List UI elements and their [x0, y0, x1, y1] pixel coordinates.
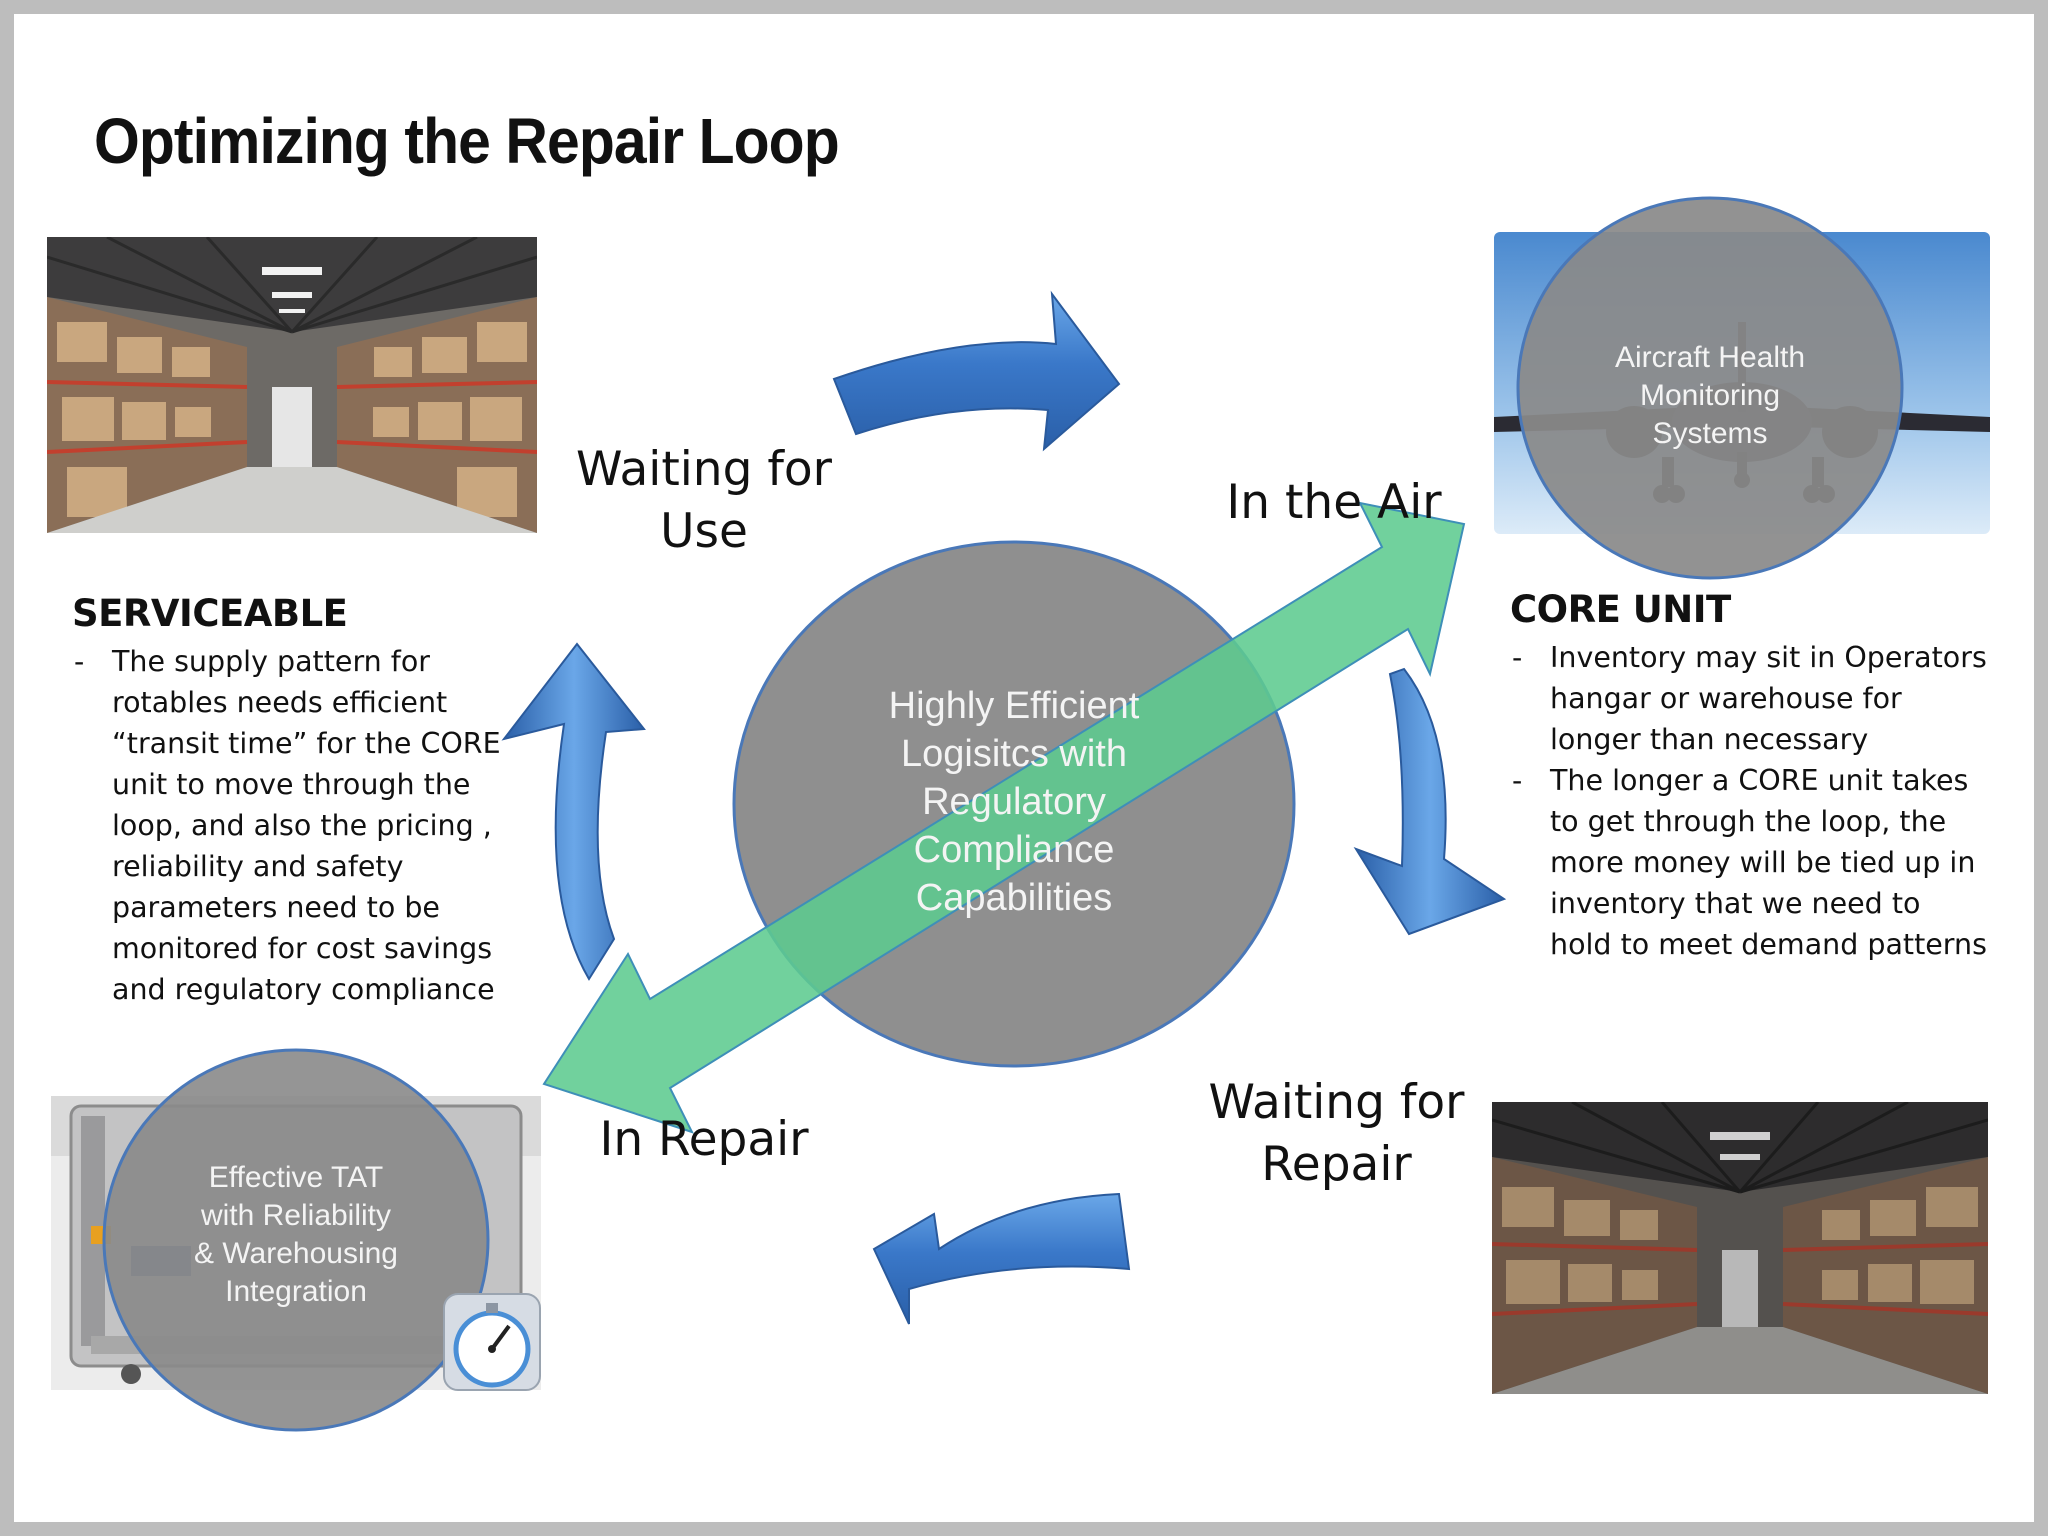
tat-circle: [102, 1048, 490, 1432]
arrow-bottom-left: [872, 1192, 1131, 1325]
stage-in-the-air: In the Air: [1226, 475, 1442, 530]
slide-title: Optimizing the Repair Loop: [94, 105, 840, 177]
serviceable-heading: SERVICEABLE: [72, 592, 348, 635]
stopwatch-icon: [443, 1293, 541, 1391]
repair-loop-diagram: [102, 196, 1904, 1432]
green-double-arrow: [542, 501, 1466, 1134]
core-unit-panel: CORE UNIT Inventory may sit in Operators…: [1510, 588, 1990, 965]
aircraft-health-text: Aircraft Health Monitoring Systems: [1614, 341, 1806, 450]
aircraft-health-circle: [1516, 196, 1904, 580]
core-unit-bullet: The longer a CORE unit takes to get thro…: [1510, 760, 1990, 965]
serviceable-bullet: The supply pattern for rotables needs ef…: [72, 641, 512, 1010]
slide: Optimizing the Repair Loop: [14, 14, 2034, 1522]
arrow-right-down: [1353, 667, 1507, 936]
serviceable-panel: SERVICEABLE The supply pattern for rotab…: [72, 592, 512, 1010]
stage-in-repair: In Repair: [599, 1112, 809, 1167]
serviceable-bullets: The supply pattern for rotables needs ef…: [72, 641, 512, 1010]
arrow-top-right: [832, 290, 1121, 452]
arrow-left-up: [501, 642, 646, 981]
core-unit-bullet: Inventory may sit in Operators hangar or…: [1510, 637, 1990, 760]
core-unit-heading: CORE UNIT: [1510, 588, 1731, 631]
warehouse-photo-bottom-right: [1492, 1102, 1988, 1394]
tat-circle-text: Effective TAT with Reliability & Warehou…: [194, 1161, 398, 1308]
center-circle-text: Highly Efficient Logisitcs with Regulato…: [888, 685, 1140, 919]
stage-waiting-for-repair: Waiting for Repair: [1208, 1075, 1465, 1192]
stage-waiting-for-use: Waiting for Use: [576, 442, 832, 559]
core-unit-bullets: Inventory may sit in Operators hangar or…: [1510, 637, 1990, 965]
warehouse-photo-top-left: [47, 237, 537, 533]
